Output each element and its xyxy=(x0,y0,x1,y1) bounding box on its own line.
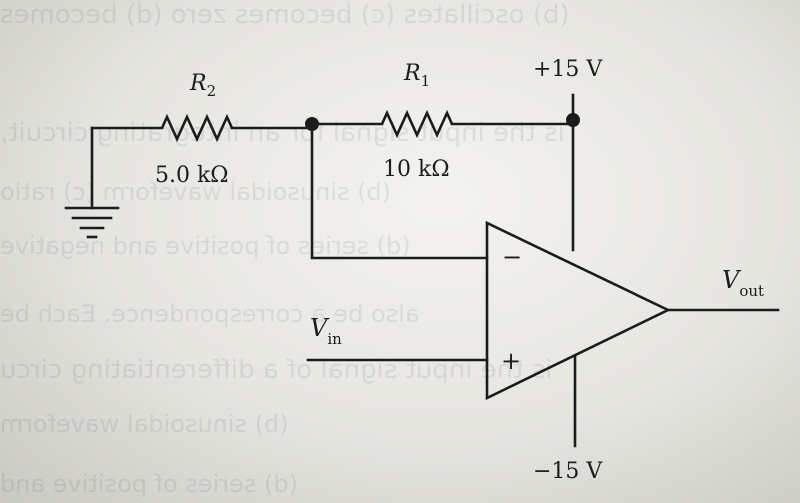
vout-label: Vout xyxy=(722,266,764,300)
vin-label: Vin xyxy=(310,314,342,348)
ground-icon xyxy=(64,126,120,239)
negative-supply-label: −15 V xyxy=(533,459,603,484)
vout-name: V xyxy=(722,266,742,294)
vin-name: V xyxy=(310,314,330,342)
noninverting-input-symbol: + xyxy=(501,347,521,375)
resistor-r1 xyxy=(310,109,575,139)
r1-subscript: 1 xyxy=(421,72,431,90)
r2-label: R2 xyxy=(189,71,216,100)
r1-name: R xyxy=(403,61,421,86)
vout-subscript: out xyxy=(739,282,764,300)
r1-label: R1 xyxy=(403,61,430,90)
r1-value: 10 kΩ xyxy=(383,157,450,182)
inverting-input-symbol: − xyxy=(502,243,522,271)
positive-supply-label: +15 V xyxy=(533,57,603,82)
r2-name: R xyxy=(189,71,207,96)
inverting-input-wire xyxy=(310,122,489,260)
resistor-r2 xyxy=(90,113,314,143)
op-amp-triangle xyxy=(485,220,671,401)
r2-value: 5.0 kΩ xyxy=(155,163,229,188)
r2-subscript: 2 xyxy=(207,82,217,100)
vin-subscript: in xyxy=(327,330,342,348)
